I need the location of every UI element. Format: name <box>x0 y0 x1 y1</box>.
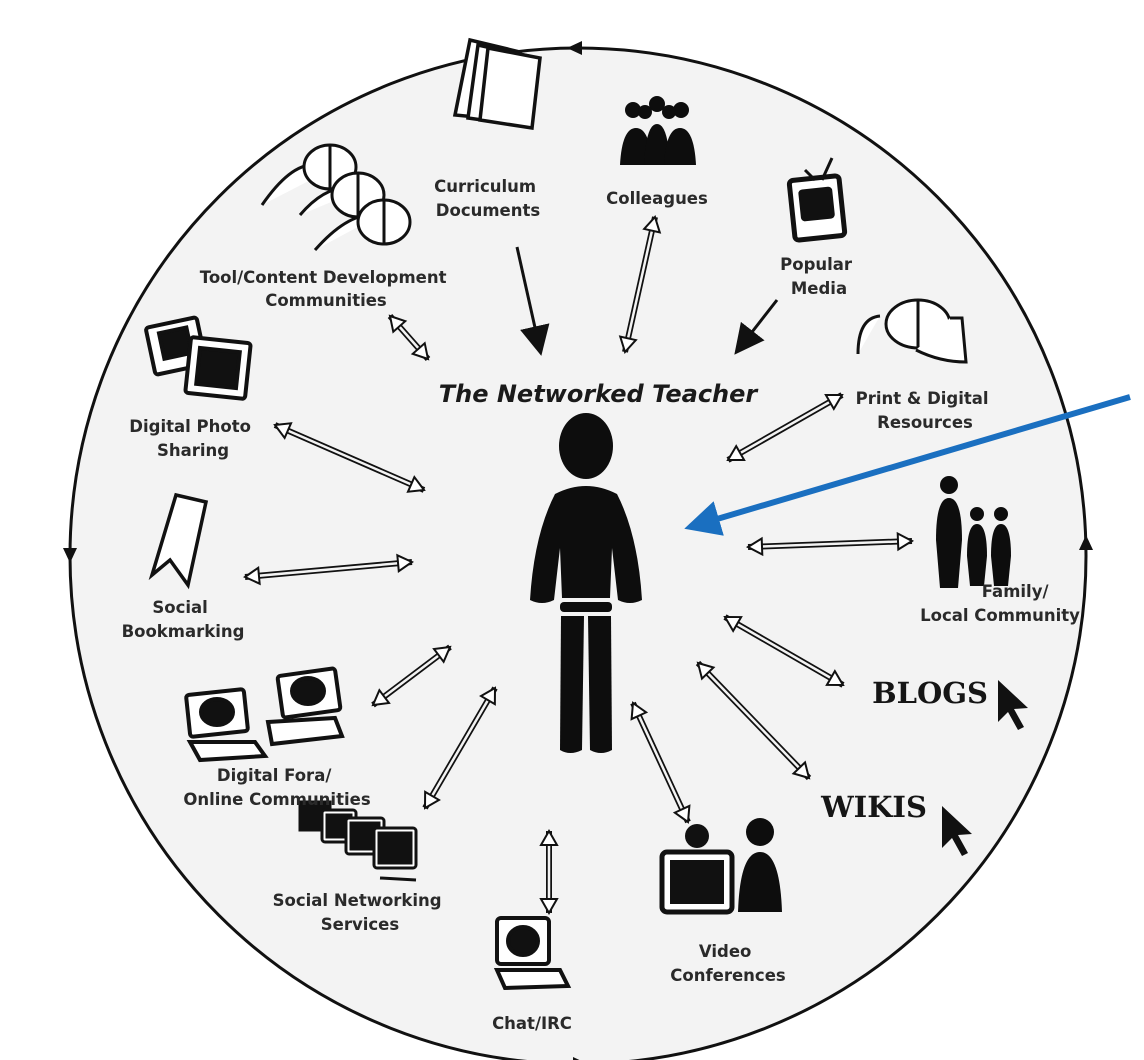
label-print-digital: Print & Digital Resources <box>856 389 995 432</box>
colleagues-icon <box>620 96 696 165</box>
label-popular-media: Popular Media <box>780 255 858 298</box>
label-chat-irc: Chat/IRC <box>492 1014 572 1033</box>
double-arrowhead <box>539 828 559 846</box>
documents-icon <box>452 37 542 131</box>
double-arrowheads <box>242 215 915 916</box>
video-conference-icon <box>659 818 782 915</box>
double-arrowhead <box>410 341 430 361</box>
cycle-arrowhead-left <box>63 548 77 563</box>
cycle-arrowhead-right <box>1079 535 1093 550</box>
double-arrowhead <box>824 393 844 411</box>
double-arrowhead <box>723 615 743 633</box>
label-fora: Digital Fora/ Online Communities <box>183 766 370 809</box>
teacher-figure-icon <box>530 413 642 753</box>
pointer-arrow <box>684 394 1131 536</box>
computers-icon <box>298 800 418 882</box>
label-photo-sharing: Digital Photo Sharing <box>129 417 256 460</box>
cycle-arrowhead-top <box>567 41 582 55</box>
cycle-arrowhead-bottom <box>573 1057 580 1060</box>
wikis-cursor-icon <box>942 806 972 856</box>
double-arrowhead <box>896 531 915 552</box>
print-digital-icon <box>856 298 968 364</box>
family-icon <box>936 476 1011 588</box>
double-arrowhead <box>745 536 764 557</box>
double-arrowhead <box>672 804 691 824</box>
label-wikis: WIKIS <box>820 790 927 824</box>
double-arrowhead <box>396 553 415 574</box>
double-arrowhead <box>825 669 845 687</box>
connectors <box>244 216 913 913</box>
double-arrowhead <box>791 760 811 780</box>
label-colleagues: Colleagues <box>606 189 708 208</box>
label-tool-content: Tool/Content Development Communities <box>200 268 452 310</box>
label-curriculum-documents: Curriculum Documents <box>434 177 542 220</box>
double-arrowhead <box>371 688 391 707</box>
label-social-networking: Social Networking Services <box>273 891 448 934</box>
double-arrowhead <box>630 701 649 721</box>
arrow-curriculum <box>515 246 550 356</box>
bookmark-icon <box>148 492 209 590</box>
label-bookmarking: Social Bookmarking <box>122 598 245 641</box>
label-video-conferences: Video Conferences <box>670 942 786 985</box>
chat-laptop-icon <box>493 916 572 991</box>
double-arrowhead <box>388 314 408 334</box>
double-arrowhead <box>273 422 293 440</box>
arrow-popular-media <box>734 299 779 355</box>
double-arrowhead <box>642 215 662 234</box>
double-arrowhead <box>423 790 441 810</box>
double-arrowhead <box>479 686 497 706</box>
double-arrowhead <box>696 661 716 681</box>
label-family: Family/ Local Community <box>920 582 1080 625</box>
double-arrowhead <box>726 444 746 462</box>
label-blogs: BLOGS <box>872 676 988 710</box>
television-icon <box>786 157 848 243</box>
diagram-title: The Networked Teacher <box>439 380 760 408</box>
double-arrowhead <box>406 475 426 493</box>
double-arrowhead <box>432 645 452 664</box>
double-arrowhead <box>242 565 261 586</box>
double-arrowhead <box>539 898 559 916</box>
development-communities-icon <box>260 143 412 251</box>
double-arrowhead <box>618 335 638 354</box>
blogs-cursor-icon <box>998 680 1028 730</box>
laptops-icon <box>184 666 345 763</box>
photo-frames-icon <box>144 315 253 401</box>
